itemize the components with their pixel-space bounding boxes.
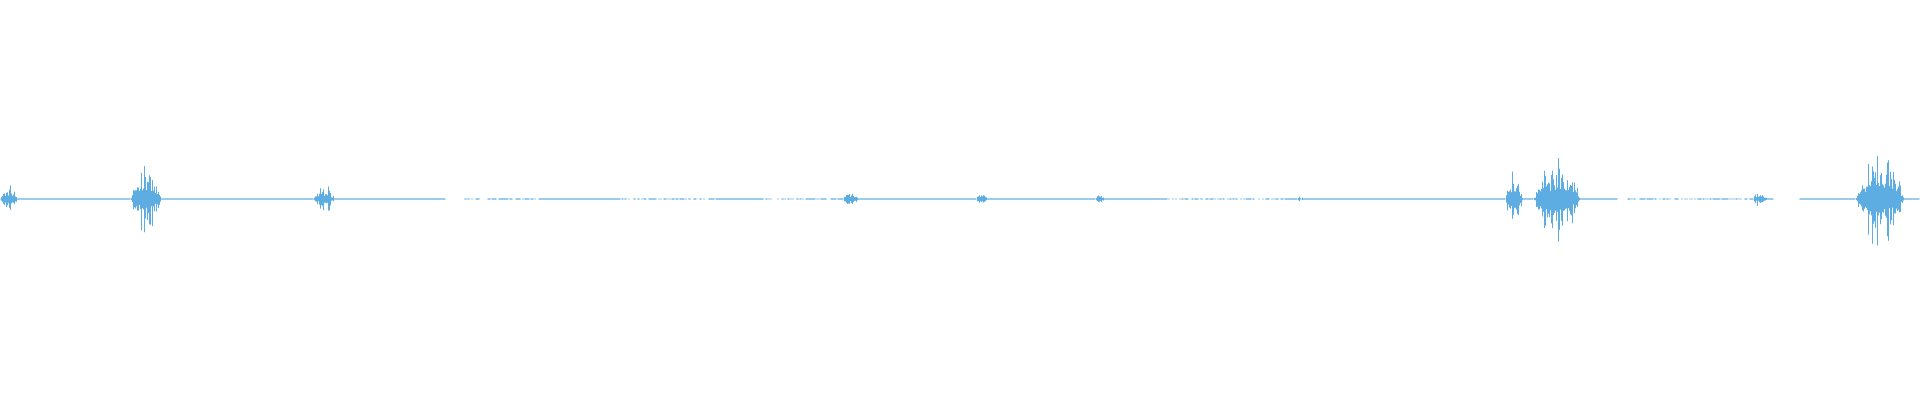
waveform-samples (0, 155, 1920, 246)
waveform-path (0, 155, 1920, 246)
